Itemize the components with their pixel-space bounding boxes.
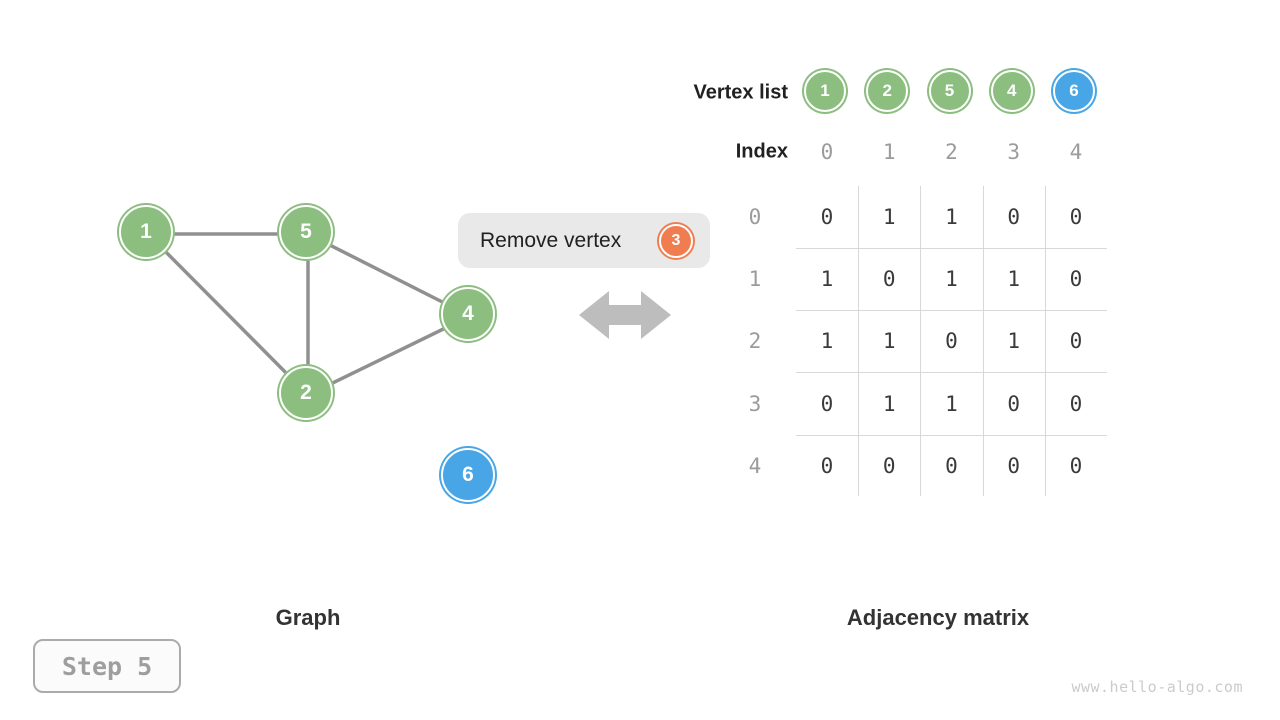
matrix-cell-2-1: 1 — [882, 329, 896, 354]
matrix-cell-4-4: 0 — [1069, 453, 1083, 478]
vertex-list-item-2: 2 — [866, 70, 909, 112]
matrix-row-label-4: 4 — [748, 453, 762, 478]
matrix-cell-1-1: 0 — [882, 267, 896, 292]
remove-vertex-button: Remove vertex 3 — [458, 213, 710, 268]
matrix-grid-vline — [982, 186, 984, 496]
index-value-2: 2 — [945, 140, 958, 164]
matrix-cell-0-0: 0 — [820, 205, 834, 229]
matrix-cell-1-2: 1 — [945, 267, 958, 292]
watermark: www.hello-algo.com — [1071, 678, 1243, 696]
matrix-grid-hline — [796, 310, 1107, 312]
matrix-cell-1-4: 0 — [1069, 267, 1083, 292]
matrix-grid-vline — [920, 186, 922, 496]
matrix-cell-0-4: 0 — [1069, 205, 1083, 229]
remove-vertex-label: Remove vertex — [480, 228, 622, 252]
graph-vertex-2: 2 — [279, 366, 333, 420]
matrix-cell-3-3: 0 — [1007, 391, 1021, 416]
index-value-3: 3 — [1007, 140, 1021, 164]
matrix-grid-hline — [796, 248, 1107, 249]
graph-vertex-4: 4 — [441, 287, 495, 341]
matrix-cell-4-3: 0 — [1007, 453, 1021, 478]
matrix-cell-1-3: 1 — [1007, 267, 1021, 292]
matrix-grid-vline — [1044, 186, 1046, 496]
vertex-list-item-6: 6 — [1053, 70, 1095, 112]
graph-vertex-1: 1 — [119, 205, 173, 259]
matrix-cell-2-4: 0 — [1069, 329, 1083, 354]
matrix-cell-2-3: 1 — [1007, 329, 1021, 354]
swap-arrow-icon — [579, 291, 671, 339]
step-badge: Step 5 — [33, 639, 181, 693]
matrix-cell-2-0: 1 — [820, 329, 834, 354]
vertex-list-label: Vertex list — [693, 81, 788, 104]
index-label: Index — [735, 140, 788, 163]
graph-vertex-6: 6 — [441, 448, 495, 502]
index-value-0: 0 — [820, 140, 834, 164]
matrix-cell-3-4: 0 — [1069, 391, 1083, 416]
graph-edge-1-2 — [146, 232, 310, 397]
matrix-cell-0-3: 0 — [1007, 205, 1021, 229]
matrix-cell-2-2: 0 — [945, 329, 958, 354]
graph-edge-2-4 — [307, 314, 471, 397]
matrix-row-label-2: 2 — [748, 329, 762, 354]
matrix-grid-vline — [858, 186, 859, 496]
matrix-cell-4-0: 0 — [820, 453, 834, 478]
matrix-cell-1-0: 1 — [820, 267, 834, 292]
vertex-list-item-4: 4 — [990, 70, 1033, 112]
matrix-cell-4-2: 0 — [945, 453, 958, 478]
graph-caption: Graph — [275, 605, 341, 630]
matrix-row-label-3: 3 — [748, 391, 762, 416]
vertex-list-item-1: 1 — [804, 70, 846, 112]
vertex-list-item-5: 5 — [928, 70, 971, 112]
index-value-4: 4 — [1069, 140, 1083, 164]
graph-vertex-5: 5 — [279, 205, 333, 259]
matrix-row-label-1: 1 — [748, 267, 762, 292]
matrix-grid-hline — [796, 434, 1107, 436]
matrix-grid-hline — [796, 372, 1107, 374]
matrix-cell-4-1: 0 — [882, 453, 896, 478]
matrix-cell-0-2: 1 — [945, 205, 958, 229]
matrix-cell-3-0: 0 — [820, 391, 834, 416]
adjacency-matrix-caption: Adjacency matrix — [846, 605, 1030, 630]
matrix-row-label-0: 0 — [748, 205, 762, 229]
index-value-1: 1 — [882, 140, 896, 164]
matrix-cell-3-2: 1 — [945, 391, 958, 416]
operation-vertex-badge: 3 — [659, 223, 693, 258]
matrix-cell-3-1: 1 — [882, 391, 896, 416]
matrix-cell-0-1: 1 — [882, 205, 896, 229]
